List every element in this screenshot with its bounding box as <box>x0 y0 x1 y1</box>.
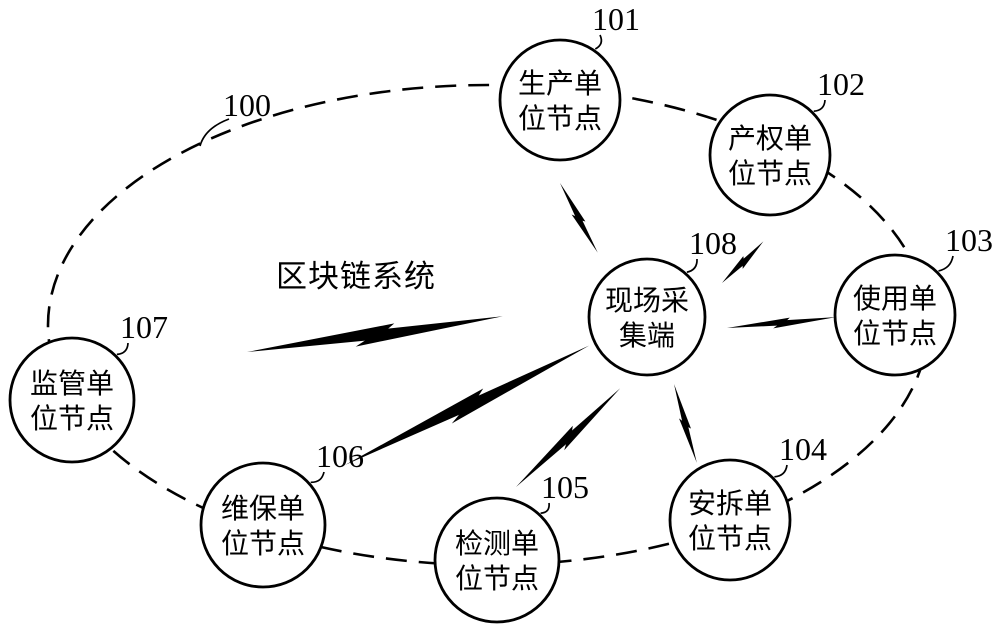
node-107-label-line2: 位节点 <box>30 403 114 435</box>
lightning-link-108-104 <box>674 384 697 463</box>
ref-leader-105 <box>540 502 550 515</box>
node-107-circle <box>8 336 136 464</box>
node-105-circle <box>433 496 561 624</box>
lightning-link-108-103 <box>727 317 836 329</box>
ref-label-102: 102 <box>817 66 865 102</box>
node-108-label-line2: 集端 <box>619 320 675 352</box>
ref-label-101: 101 <box>592 1 640 37</box>
ref-leader-108 <box>686 258 698 274</box>
lightning-icon <box>722 256 745 283</box>
ref-label-108: 108 <box>689 225 737 261</box>
wireless-links-layer <box>247 183 836 487</box>
lightning-icon <box>571 214 598 253</box>
lightning-link-106-108 <box>345 345 590 465</box>
ref-label-105: 105 <box>541 469 589 505</box>
ref-label-106: 106 <box>316 438 364 474</box>
lightning-icon <box>345 388 484 465</box>
node-104-circle <box>668 458 792 582</box>
ref-leader-107 <box>116 342 129 356</box>
node-103-circle <box>833 253 957 377</box>
lightning-icon <box>355 316 503 347</box>
ref-leader-101 <box>594 34 603 50</box>
node-102-label-line1: 产权单 <box>728 123 812 155</box>
node-102-label-line2: 位节点 <box>728 158 812 190</box>
node-106-label-line2: 位节点 <box>221 528 305 560</box>
node-106-circle <box>199 461 327 589</box>
node-104-label-line1: 安拆单 <box>688 488 772 520</box>
node-103-label-line1: 使用单 <box>853 283 937 315</box>
lightning-icon <box>560 183 586 222</box>
ref-leader-100 <box>199 118 230 147</box>
ref-leader-106 <box>310 471 325 484</box>
lightning-link-108-102 <box>722 241 764 283</box>
node-101-circle <box>498 38 622 162</box>
lightning-icon <box>247 323 395 352</box>
node-103-label-line2: 位节点 <box>853 318 937 350</box>
node-108-label-line1: 现场采 <box>605 286 689 317</box>
ref-leader-104 <box>774 464 788 478</box>
node-106-label-line1: 维保单 <box>221 493 305 525</box>
lightning-icon <box>679 418 697 463</box>
node-105-label-line2: 位节点 <box>455 563 539 595</box>
node-104-label-line2: 位节点 <box>688 523 772 555</box>
lightning-icon <box>742 241 764 269</box>
lightning-icon <box>727 317 790 328</box>
node-101-label-line2: 位节点 <box>518 103 602 135</box>
lightning-icon <box>674 384 691 429</box>
lightning-icon <box>516 425 573 487</box>
lightning-link-105-108 <box>516 388 621 487</box>
node-101-label-line1: 生产单 <box>518 68 602 100</box>
ref-leader-103 <box>938 255 954 272</box>
lightning-icon <box>564 388 621 451</box>
lightning-icon <box>451 345 590 424</box>
node-105-label-line1: 检测单 <box>455 528 539 560</box>
nodes-layer: 生产单位节点101产权单位节点102使用单位节点103安拆单位节点104检测单位… <box>8 1 993 624</box>
node-108-circle <box>587 257 707 377</box>
ref-label-104: 104 <box>779 431 827 467</box>
ref-label-107: 107 <box>120 309 168 345</box>
system-title: 区块链系统 <box>276 259 436 294</box>
lightning-link-101-108 <box>560 183 598 253</box>
ref-leader-102 <box>813 99 826 113</box>
ref-label-103: 103 <box>945 222 993 258</box>
lightning-icon <box>773 317 836 329</box>
ref-label-100: 100 <box>223 87 271 123</box>
node-107-label-line1: 监管单 <box>30 368 114 400</box>
node-102-circle <box>708 93 832 217</box>
lightning-link-107-108 <box>247 316 503 352</box>
